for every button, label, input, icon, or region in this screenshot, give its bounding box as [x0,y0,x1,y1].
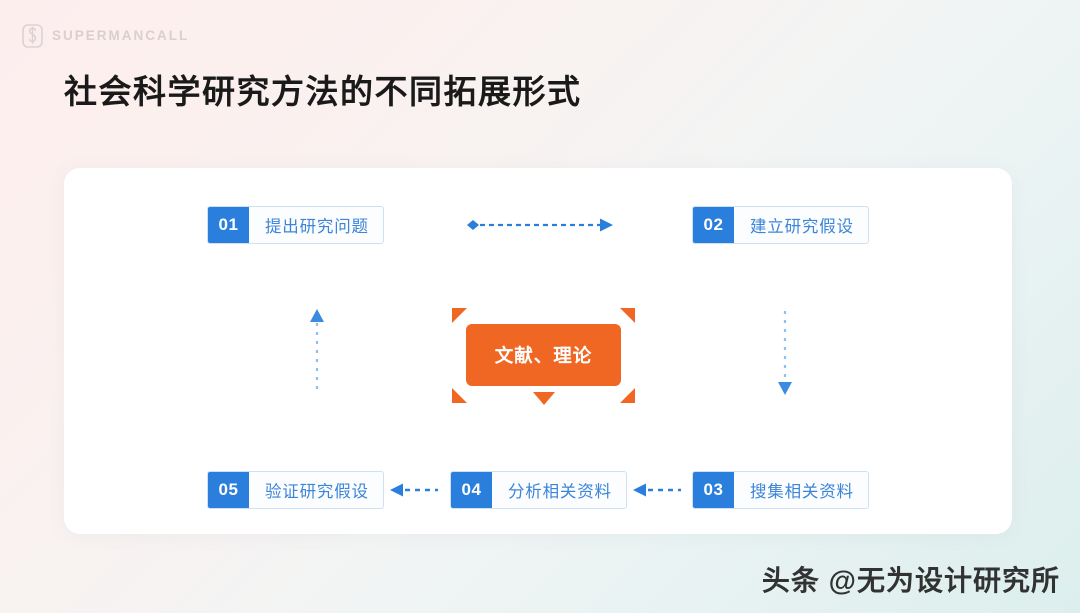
corner-bracket-top-right-icon [620,308,635,323]
center-node-label[interactable]: 文献、理论 [466,324,621,386]
step-number-01: 01 [208,207,249,243]
diagram-card: 01 提出研究问题 02 建立研究假设 05 验证研究假设 04 分析相关资料 … [64,168,1012,534]
step-box-02[interactable]: 02 建立研究假设 [692,206,869,244]
brand-logo: SUPERMANCALL [22,24,189,48]
corner-bracket-bottom-left-icon [452,388,467,403]
step-number-04: 04 [451,472,492,508]
connector-arrow-up-left [310,309,324,393]
watermark-text: 头条 @无为设计研究所 [761,565,1060,596]
connector-arrow-left-bottom-2 [633,483,681,497]
step-box-01[interactable]: 01 提出研究问题 [207,206,384,244]
step-box-04[interactable]: 04 分析相关资料 [450,471,627,509]
step-box-03[interactable]: 03 搜集相关资料 [692,471,869,509]
step-label-05: 验证研究假设 [265,483,369,501]
page-title: 社会科学研究方法的不同拓展形式 [64,73,582,110]
brand-name: SUPERMANCALL [52,28,190,44]
connector-arrow-right-top [467,218,613,232]
step-box-05[interactable]: 05 验证研究假设 [207,471,384,509]
step-label-01: 提出研究问题 [265,218,369,236]
corner-bracket-bottom-right-icon [620,388,635,403]
caret-down-icon [532,392,555,405]
step-number-03: 03 [693,472,734,508]
step-number-02: 02 [693,207,734,243]
step-number-05: 05 [208,472,249,508]
connector-arrow-down-right [778,311,792,395]
s-monogram-icon [22,24,43,48]
connector-arrow-left-bottom-1 [390,483,438,497]
corner-bracket-top-left-icon [452,308,467,323]
center-node: 文献、理论 [452,308,635,405]
step-label-02: 建立研究假设 [750,218,854,236]
step-label-04: 分析相关资料 [508,483,612,501]
step-label-03: 搜集相关资料 [750,483,854,501]
